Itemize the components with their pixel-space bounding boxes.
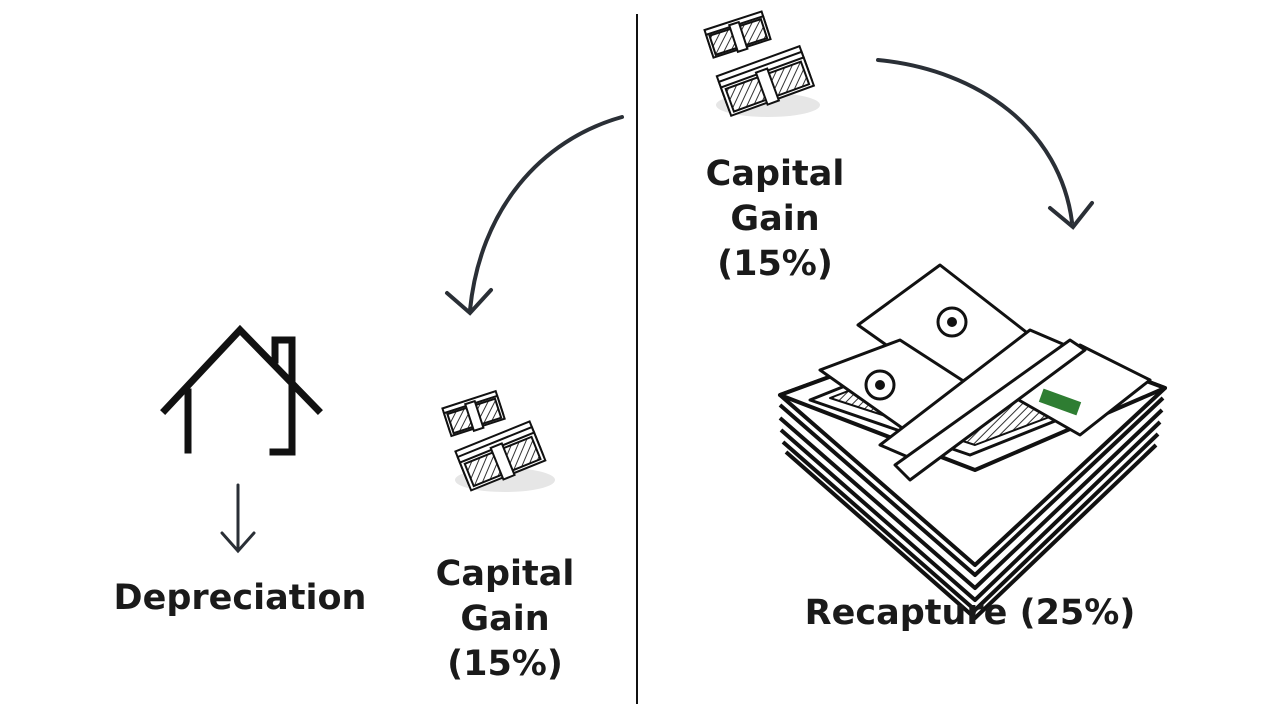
capital-gain-line2: Gain xyxy=(730,198,820,239)
capital-gain-rate: (15%) xyxy=(447,643,563,684)
recapture-label: Recapture (25%) xyxy=(780,593,1160,633)
large-cash-stack-icon xyxy=(778,263,1167,620)
depreciation-text: Depreciation xyxy=(113,578,367,618)
depreciation-label: Depreciation xyxy=(90,578,390,618)
capital-gain-rate: (15%) xyxy=(717,243,833,284)
capital-gain-line1: Capital xyxy=(705,154,845,194)
curved-arrow-icon xyxy=(445,115,624,316)
capital-gain-label-left: Capital Gain (15%) xyxy=(420,552,590,686)
small-cash-stack-icon xyxy=(441,389,555,492)
recapture-text: Recapture (25%) xyxy=(804,593,1136,633)
small-cash-stack-icon xyxy=(703,10,820,118)
curved-arrow-icon xyxy=(876,58,1094,230)
capital-gain-line1: Capital xyxy=(435,554,575,594)
house-icon xyxy=(160,324,323,456)
capital-gain-line2: Gain xyxy=(460,598,550,639)
capital-gain-label-right: Capital Gain (15%) xyxy=(690,152,860,286)
down-arrow-icon xyxy=(220,483,256,554)
